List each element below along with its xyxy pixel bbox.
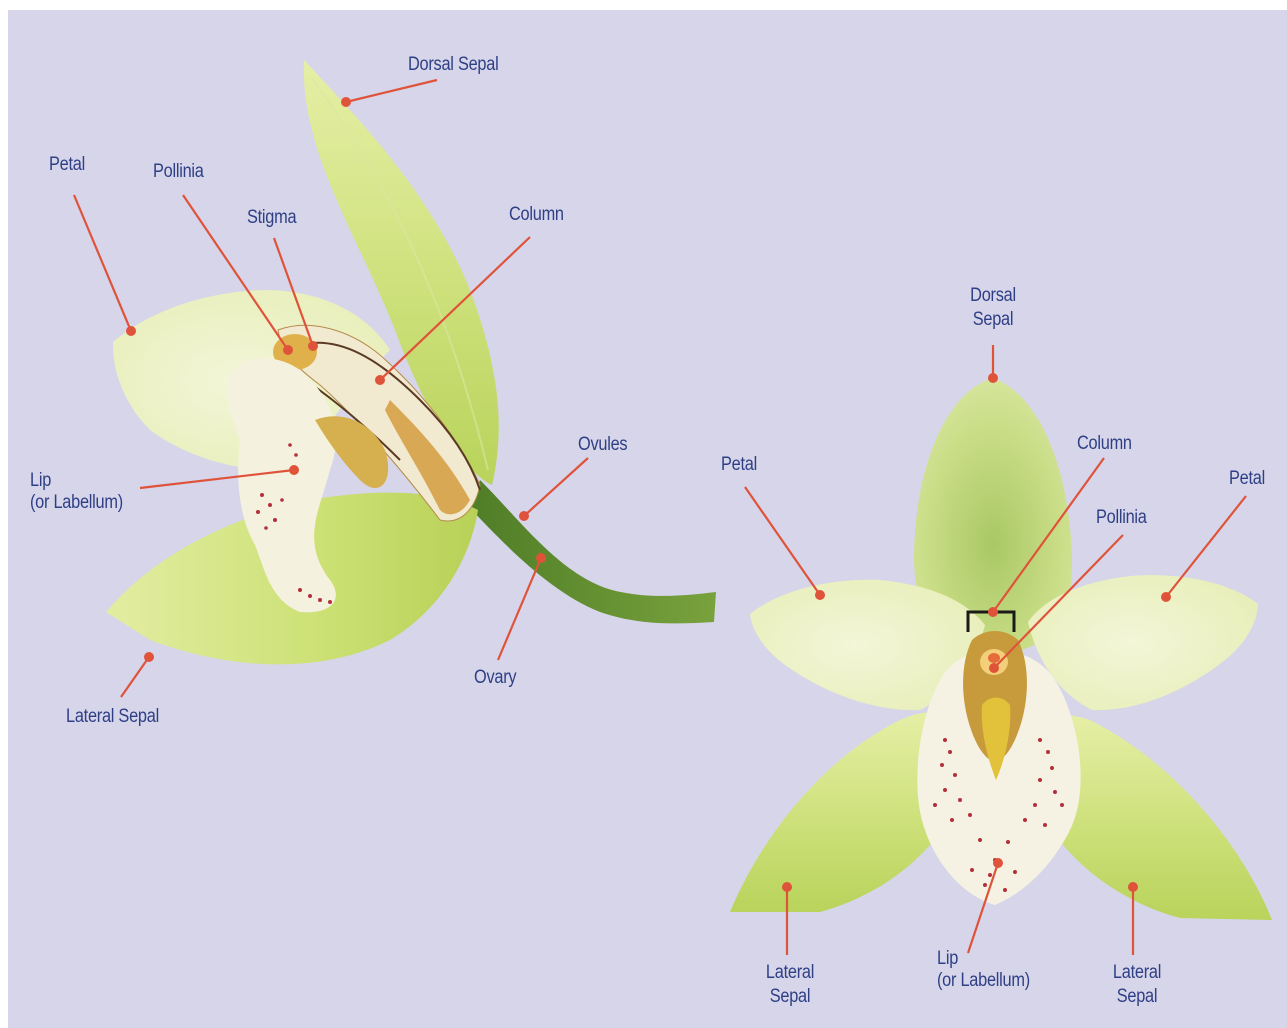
- label-front-dorsal-sepal: Dorsal Sepal: [959, 284, 1028, 332]
- label-side-petal: Petal: [49, 153, 85, 177]
- label-front-pollinia: Pollinia: [1096, 506, 1147, 530]
- label-side-column: Column: [509, 203, 564, 227]
- label-side-dorsal-sepal: Dorsal Sepal: [408, 53, 498, 77]
- label-side-stigma: Stigma: [247, 206, 296, 230]
- dot-front-lateral-sepal-right: [1128, 882, 1138, 892]
- front-petal-right: [1028, 575, 1258, 710]
- leader-front-petal-left: [745, 487, 820, 595]
- dot-side-pollinia: [283, 345, 293, 355]
- leader-side-ovules: [524, 458, 588, 516]
- leader-side-petal: [74, 195, 131, 331]
- dot-side-dorsal-sepal: [341, 97, 351, 107]
- leader-side-ovary: [498, 558, 541, 660]
- dot-side-ovules: [519, 511, 529, 521]
- dot-front-lip: [993, 858, 1003, 868]
- label-side-lip: Lip (or Labellum): [30, 470, 123, 514]
- label-front-petal-right: Petal: [1229, 467, 1265, 491]
- dot-front-dorsal-sepal: [988, 373, 998, 383]
- leader-side-lateral-sepal: [121, 657, 149, 697]
- label-front-petal-left: Petal: [721, 453, 757, 477]
- front-view-orchid: [730, 378, 1272, 920]
- label-side-pollinia: Pollinia: [153, 160, 204, 184]
- side-view-orchid: [106, 60, 716, 664]
- dot-front-column: [988, 607, 998, 617]
- side-stem: [470, 480, 716, 623]
- dot-side-lateral-sepal: [144, 652, 154, 662]
- label-front-lateral-sepal-right: Lateral Sepal: [1103, 961, 1172, 1009]
- leader-side-dorsal-sepal: [346, 80, 437, 102]
- label-side-lateral-sepal: Lateral Sepal: [66, 705, 159, 729]
- dot-front-petal-left: [815, 590, 825, 600]
- label-side-ovules: Ovules: [578, 433, 627, 457]
- front-anther: [988, 653, 1000, 663]
- dot-side-petal: [126, 326, 136, 336]
- dot-side-stigma: [308, 341, 318, 351]
- label-front-column: Column: [1077, 432, 1132, 456]
- dot-side-lip: [289, 465, 299, 475]
- dot-side-column: [375, 375, 385, 385]
- dot-side-ovary: [536, 553, 546, 563]
- dot-front-petal-right: [1161, 592, 1171, 602]
- dot-front-pollinia: [989, 663, 999, 673]
- dot-front-lateral-sepal-left: [782, 882, 792, 892]
- label-front-lip: Lip (or Labellum): [937, 948, 1030, 992]
- label-side-ovary: Ovary: [474, 666, 516, 690]
- label-front-lateral-sepal-left: Lateral Sepal: [756, 961, 825, 1009]
